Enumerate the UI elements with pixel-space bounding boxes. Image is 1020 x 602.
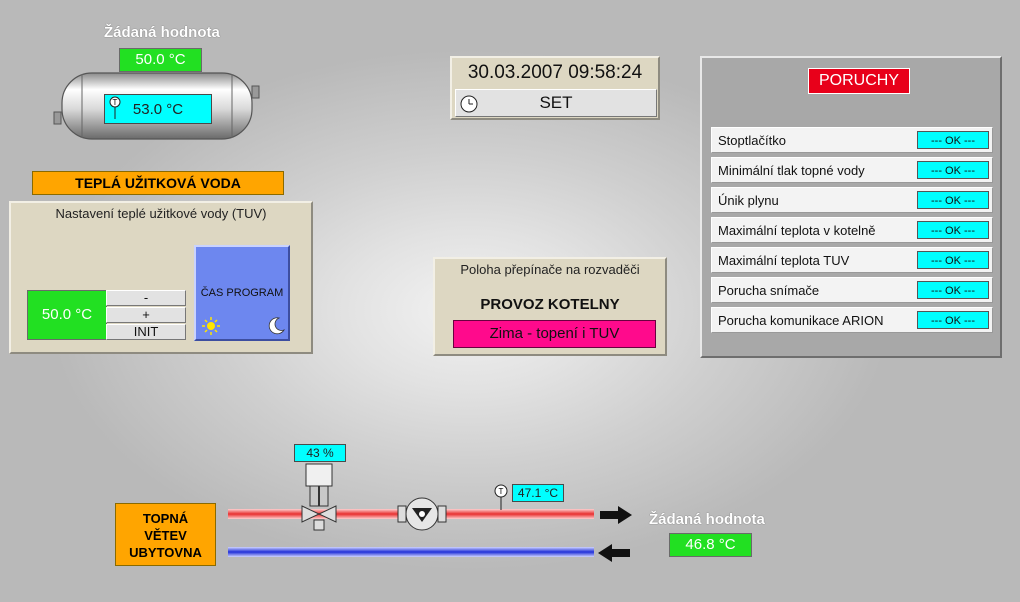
tuv-title: TEPLÁ UŽITKOVÁ VODA xyxy=(32,171,284,195)
arrow-right-icon xyxy=(600,506,632,524)
thermometer-icon: T xyxy=(108,96,122,120)
time-program-button[interactable]: ČAS PROGRAM xyxy=(194,245,290,341)
pipe-temperature: 47.1 °C xyxy=(512,484,564,502)
thermometer-symbol: T xyxy=(499,487,504,496)
heating-pipes-diagram xyxy=(228,463,594,557)
faults-panel: PORUCHY Stoptlačítko --- OK --- Minimáln… xyxy=(700,56,1002,358)
fault-row-gas-leak: Únik plynu --- OK --- xyxy=(711,187,993,213)
time-program-label: ČAS PROGRAM xyxy=(200,287,284,299)
switch-panel-title: Poloha přepínače na rozvaděči xyxy=(460,262,640,277)
fault-row-arion-comm: Porucha komunikace ARION --- OK --- xyxy=(711,307,993,333)
heating-branch-label: TOPNÁ VĚTEV UBYTOVNA xyxy=(115,503,216,566)
branch-title-line1: TOPNÁ xyxy=(142,511,189,526)
faults-title: PORUCHY xyxy=(808,68,910,94)
branch-setpoint-label: Žádaná hodnota xyxy=(649,511,765,528)
thermometer-icon: T xyxy=(494,484,508,498)
clock-datetime: 30.03.2007 09:58:24 xyxy=(467,62,643,83)
fault-status[interactable]: --- OK --- xyxy=(917,131,989,149)
branch-setpoint-value[interactable]: 46.8 °C xyxy=(669,533,752,557)
mixing-valve xyxy=(301,463,337,531)
sun-icon xyxy=(202,317,220,335)
fault-row-max-boiler-temp: Maximální teplota v kotelně --- OK --- xyxy=(711,217,993,243)
operation-mode-label: PROVOZ KOTELNY xyxy=(480,296,620,313)
tuv-plus-button[interactable]: + xyxy=(106,307,186,323)
circulation-pump xyxy=(397,497,447,531)
clock-set-label: SET xyxy=(539,93,573,112)
moon-icon xyxy=(266,316,286,336)
tuv-panel-title: Nastavení teplé užitkové vody (TUV) xyxy=(55,206,267,221)
fault-name: Minimální tlak topné vody xyxy=(718,163,865,178)
return-pipe xyxy=(228,547,594,557)
fault-name: Únik plynu xyxy=(718,193,779,208)
fault-name: Maximální teplota TUV xyxy=(718,253,850,268)
fault-row-sensor: Porucha snímače --- OK --- xyxy=(711,277,993,303)
fault-name: Porucha snímače xyxy=(718,283,820,298)
tuv-minus-button[interactable]: - xyxy=(106,290,186,306)
clock-set-button[interactable]: SET xyxy=(455,89,657,117)
fault-row-stop-button: Stoptlačítko --- OK --- xyxy=(711,127,993,153)
valve-position: 43 % xyxy=(294,444,346,462)
fault-name: Stoptlačítko xyxy=(718,133,786,148)
fault-status[interactable]: --- OK --- xyxy=(917,251,989,269)
fault-name: Maximální teplota v kotelně xyxy=(718,223,876,238)
fault-status[interactable]: --- OK --- xyxy=(917,311,989,329)
thermometer-symbol: T xyxy=(113,98,118,107)
fault-status[interactable]: --- OK --- xyxy=(917,161,989,179)
fault-status[interactable]: --- OK --- xyxy=(917,191,989,209)
fault-status[interactable]: --- OK --- xyxy=(917,281,989,299)
branch-title-line2: VĚTEV xyxy=(144,528,187,543)
tank-setpoint-label: Žádaná hodnota xyxy=(104,24,220,41)
fault-status[interactable]: --- OK --- xyxy=(917,221,989,239)
branch-title-line3: UBYTOVNA xyxy=(129,545,202,560)
tuv-init-button[interactable]: INIT xyxy=(106,324,186,340)
fault-name: Porucha komunikace ARION xyxy=(718,313,884,328)
tuv-value[interactable]: 50.0 °C xyxy=(27,290,107,340)
operation-mode-value: Zima - topení i TUV xyxy=(453,320,656,348)
clock-icon xyxy=(460,95,478,113)
arrow-left-icon xyxy=(598,544,630,562)
clock-panel: 30.03.2007 09:58:24 SET xyxy=(450,56,660,120)
fault-row-max-tuv-temp: Maximální teplota TUV --- OK --- xyxy=(711,247,993,273)
tuv-settings-panel: Nastavení teplé užitkové vody (TUV) 50.0… xyxy=(9,201,313,354)
tank-current-temp: 53.0 °C xyxy=(104,94,212,124)
fault-row-min-pressure: Minimální tlak topné vody --- OK --- xyxy=(711,157,993,183)
tank-setpoint-value[interactable]: 50.0 °C xyxy=(119,48,202,72)
switch-position-panel: Poloha přepínače na rozvaděči PROVOZ KOT… xyxy=(433,257,667,356)
